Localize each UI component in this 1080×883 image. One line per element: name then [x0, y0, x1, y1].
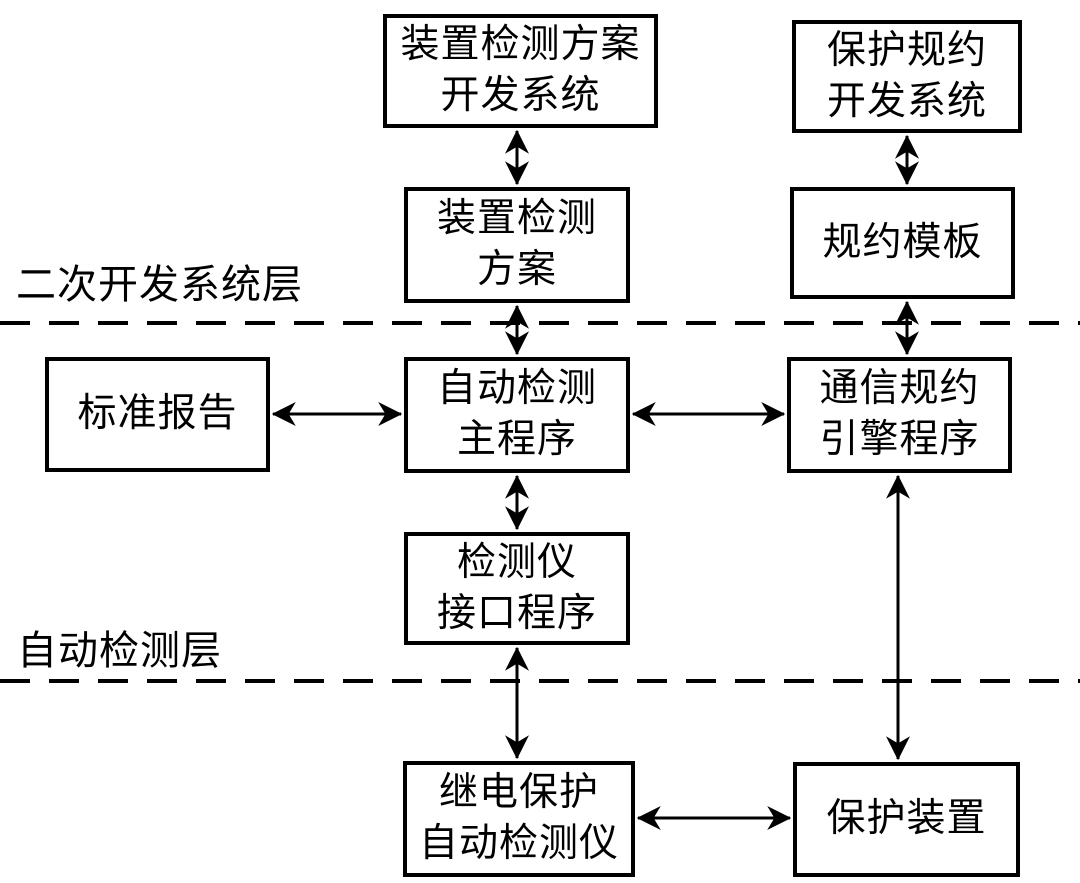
- node-protocol-template: 规约模板: [790, 187, 1015, 299]
- node-device-test-scheme-dev-system: 装置检测方案 开发系统: [383, 14, 658, 128]
- node-tester-interface-program: 检测仪 接口程序: [404, 532, 630, 645]
- layer-label-secondary-dev-system: 二次开发系统层: [16, 262, 303, 308]
- node-protection-device: 保护装置: [793, 762, 1020, 877]
- node-device-test-scheme: 装置检测 方案: [404, 187, 630, 303]
- node-protection-protocol-dev-system: 保护规约 开发系统: [792, 20, 1022, 133]
- node-relay-protection-auto-tester: 继电保护 自动检测仪: [403, 761, 635, 877]
- layer-label-auto-test: 自动检测层: [17, 628, 222, 674]
- node-comm-protocol-engine-program: 通信规约 引擎程序: [787, 357, 1012, 473]
- node-auto-test-main-program: 自动检测 主程序: [404, 357, 630, 473]
- node-standard-report: 标准报告: [45, 357, 270, 472]
